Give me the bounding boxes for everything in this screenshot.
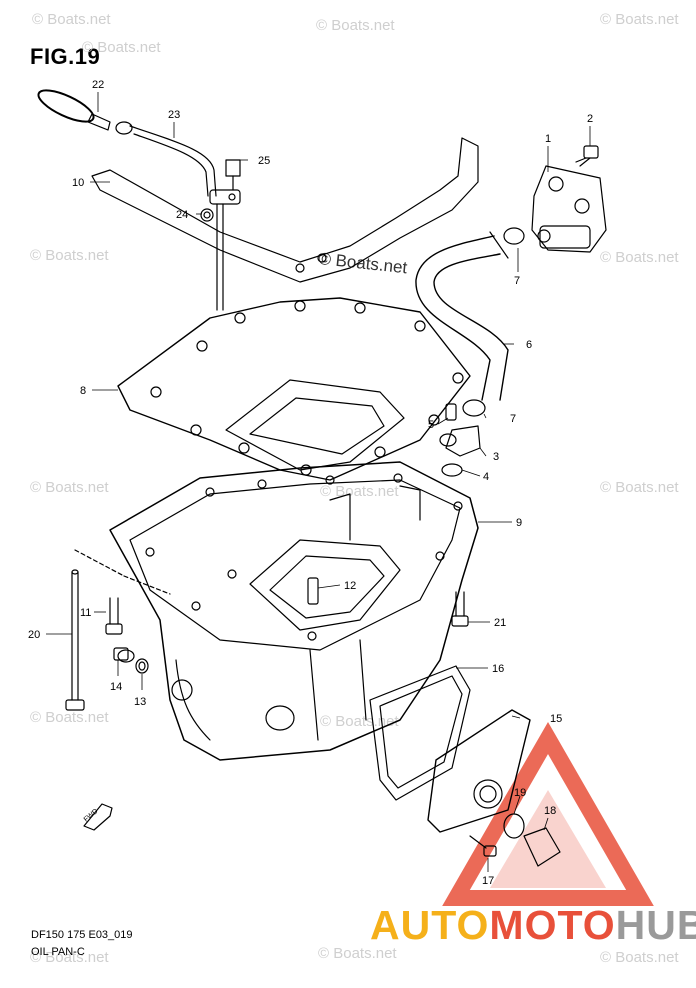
fwd-arrow-icon: [83, 803, 113, 831]
callout-6: 6: [526, 339, 532, 351]
plug-19: [503, 813, 525, 839]
figure-title: FIG.19: [30, 44, 101, 69]
callout-18: 18: [544, 805, 556, 817]
brand-part-moto: MOTO: [489, 902, 616, 948]
callout-20: 20: [28, 629, 40, 641]
callout-19: 19: [514, 787, 526, 799]
dipstick-handle: [37, 89, 133, 135]
callout-8: 8: [80, 385, 86, 397]
watermark: © Boats.net: [320, 713, 399, 730]
callout-4: 4: [483, 471, 489, 483]
callout-11: 11: [80, 607, 91, 619]
drain-bolt-14: [113, 647, 135, 663]
watermark: © Boats.net: [30, 709, 109, 726]
oil-pan-rail: [91, 137, 479, 283]
callout-22: 22: [92, 79, 104, 91]
hose-clamp: [462, 227, 525, 417]
callout-23: 23: [168, 109, 180, 121]
watermark: © Boats.net: [600, 11, 679, 28]
bolt-2: [575, 145, 599, 167]
oil-pan: [109, 461, 479, 761]
watermark: © Boats.net: [32, 11, 111, 28]
callout-25: 25: [258, 155, 270, 167]
callout-9: 9: [516, 517, 522, 529]
dipstick-guide-tube: [129, 125, 241, 311]
watermark: © Boats.net: [600, 949, 679, 966]
callout-17: 17: [482, 875, 494, 887]
callout-13: 13: [134, 696, 146, 708]
brand-triangle-icon: [442, 721, 654, 906]
callout-14: 14: [110, 681, 122, 693]
watermark: © Boats.net: [82, 39, 161, 56]
oil-fitting: [439, 403, 481, 477]
watermark: © Boats.net: [30, 247, 109, 264]
callout-1: 1: [545, 133, 551, 145]
long-bolt-20: [65, 549, 171, 711]
oil-pressure-unit: [531, 165, 607, 253]
watermark: © Boats.net: [30, 479, 109, 496]
brand-part-hub: HUB: [615, 902, 696, 948]
watermark: © Boats.net: [320, 483, 399, 500]
callout-12: 12: [344, 580, 356, 592]
callout-24: 24: [176, 209, 188, 221]
washer-13: [135, 658, 149, 674]
watermark: © Boats.net: [318, 945, 397, 962]
brand-part-auto: AUTO: [370, 902, 490, 948]
watermark: © Boats.net: [316, 17, 395, 34]
watermark-group: © Boats.net © Boats.net © Boats.net © Bo…: [30, 11, 679, 966]
callout-labels: 1 2 3 4 5 6 7 7 8 9 10 11 12 13 14 15 16…: [28, 79, 593, 887]
callout-5: 5: [428, 419, 434, 431]
oil-pan-gasket: [117, 297, 471, 481]
callout-15: 15: [550, 713, 562, 725]
gasket-bolt-holes: [150, 300, 464, 476]
stud-12: [307, 577, 319, 605]
brand-logo: AUTOMOTOHUB: [370, 902, 696, 949]
figure-name: OIL PAN-C: [31, 946, 85, 958]
callout-2: 2: [587, 113, 593, 125]
watermark: © Boats.net: [600, 479, 679, 496]
callout-7b: 7: [510, 413, 516, 425]
leader-lines: [46, 92, 591, 872]
watermark: © Boats.net: [600, 249, 679, 266]
figure-code: DF150 175 E03_019: [31, 929, 133, 941]
watermark: © Boats.net: [30, 949, 109, 966]
bolt-11: [105, 597, 123, 635]
cap-18: [523, 827, 561, 867]
callout-10: 10: [72, 177, 84, 189]
cover-plate-15: [427, 709, 531, 833]
oil-hose: [415, 231, 509, 401]
bolt-17: [469, 835, 497, 857]
bolt-21: [451, 591, 469, 627]
callout-7: 7: [514, 275, 520, 287]
callout-16: 16: [492, 663, 504, 675]
callout-3: 3: [493, 451, 499, 463]
callout-21: 21: [494, 617, 506, 629]
cover-gasket-16: [369, 665, 471, 801]
oil-pan-bolt-holes: [145, 473, 463, 641]
